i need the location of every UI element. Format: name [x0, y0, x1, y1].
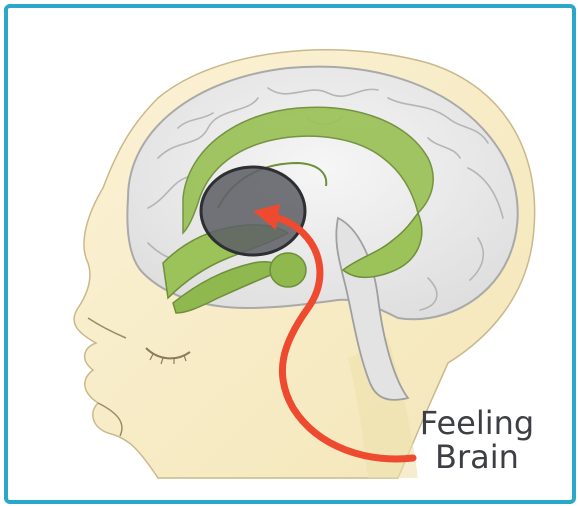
label-line-1: Feeling — [412, 406, 542, 440]
feeling-brain-label: Feeling Brain — [412, 406, 542, 474]
diagram-frame: Feeling Brain — [4, 4, 576, 504]
label-line-2: Brain — [412, 440, 542, 474]
